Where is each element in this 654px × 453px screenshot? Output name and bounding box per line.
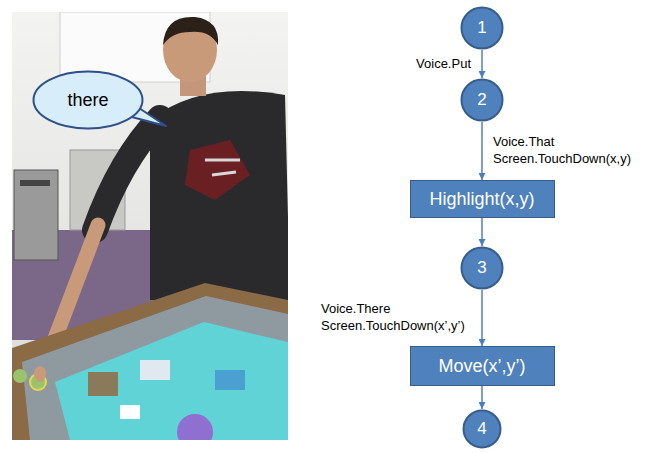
node-text: 1 [477, 18, 486, 38]
transition-arrow [481, 290, 483, 346]
finger [34, 366, 46, 382]
node-text: 4 [477, 419, 486, 439]
screen-icon [177, 414, 213, 440]
speech-bubble-shape [34, 72, 143, 129]
screen-icon [215, 370, 245, 390]
node-text: 3 [477, 258, 486, 278]
table-screen [55, 322, 288, 440]
shirt-print-lines [205, 160, 240, 175]
screen-icon [140, 360, 170, 380]
state-circle: 1 [460, 6, 504, 50]
state-circle: 3 [460, 246, 504, 290]
node-text: there [67, 90, 108, 111]
transition-label: Voice.Put [414, 56, 473, 73]
state-circle-shape [464, 411, 501, 448]
node-text: 2 [477, 90, 486, 110]
speech-bubble: there [32, 70, 144, 130]
transition-arrow [481, 218, 483, 246]
transition-label: Voice.That Screen.TouchDown(x,y) [491, 134, 645, 168]
table-frame [12, 283, 288, 440]
photo-scene [12, 12, 288, 440]
sleeve [95, 118, 160, 230]
state-circle-shape [462, 8, 503, 49]
screen-icon [88, 372, 118, 396]
state-circle-shape [462, 80, 503, 121]
screen-icon [120, 405, 140, 419]
shirt-print [185, 140, 250, 200]
state-circle: 2 [460, 78, 504, 122]
state-circle-shape [462, 248, 503, 289]
action-box: Highlight(x,y) [410, 180, 555, 218]
transition-arrow [481, 50, 483, 78]
table-bezel [22, 296, 288, 440]
transition-arrow [481, 386, 483, 409]
hair [163, 17, 218, 45]
transition-arrow [481, 122, 483, 180]
transition-label: Voice.There Screen.TouchDown(x’,y’) [319, 301, 473, 335]
node-text: Move(x’,y’) [438, 356, 525, 377]
screen-icon [13, 369, 27, 383]
drive-slot [20, 180, 50, 186]
state-circle: 4 [462, 409, 502, 449]
action-box: Move(x’,y’) [410, 346, 555, 386]
node-text: Highlight(x,y) [429, 189, 534, 210]
computer-tower [14, 170, 58, 260]
